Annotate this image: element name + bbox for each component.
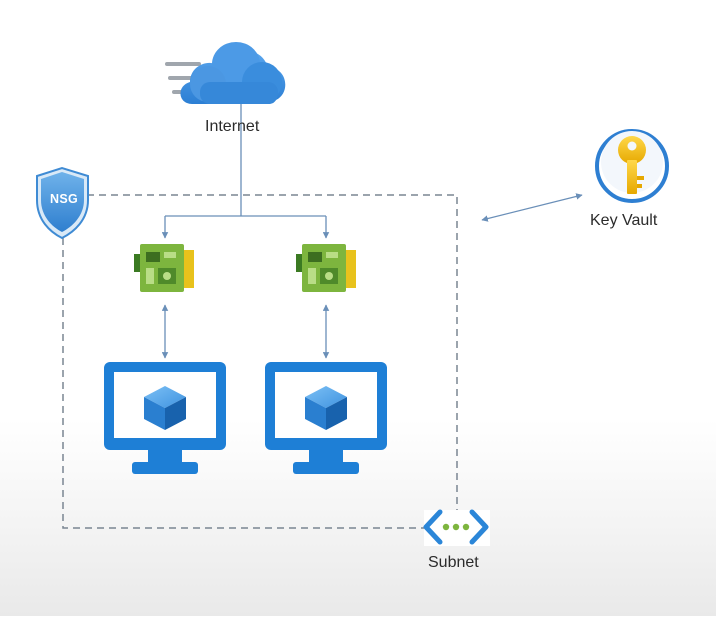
- network-interface-icon: [134, 244, 194, 292]
- key-vault-label: Key Vault: [590, 212, 658, 229]
- cloud-icon: [165, 42, 286, 104]
- subnet-icon: [423, 509, 490, 546]
- subnet-boundary: [62, 194, 458, 529]
- network-interface-icon: [296, 244, 356, 292]
- keyvault-connector: [481, 193, 583, 222]
- internet-connectors: [161, 102, 330, 239]
- internet-label: Internet: [205, 118, 260, 135]
- key-icon: [595, 129, 669, 203]
- virtual-machine-icon: [104, 362, 226, 474]
- nsg-label: NSG: [50, 192, 78, 206]
- virtual-machine-icon: [265, 362, 387, 474]
- shield-icon: [36, 166, 89, 240]
- subnet-label: Subnet: [428, 554, 479, 571]
